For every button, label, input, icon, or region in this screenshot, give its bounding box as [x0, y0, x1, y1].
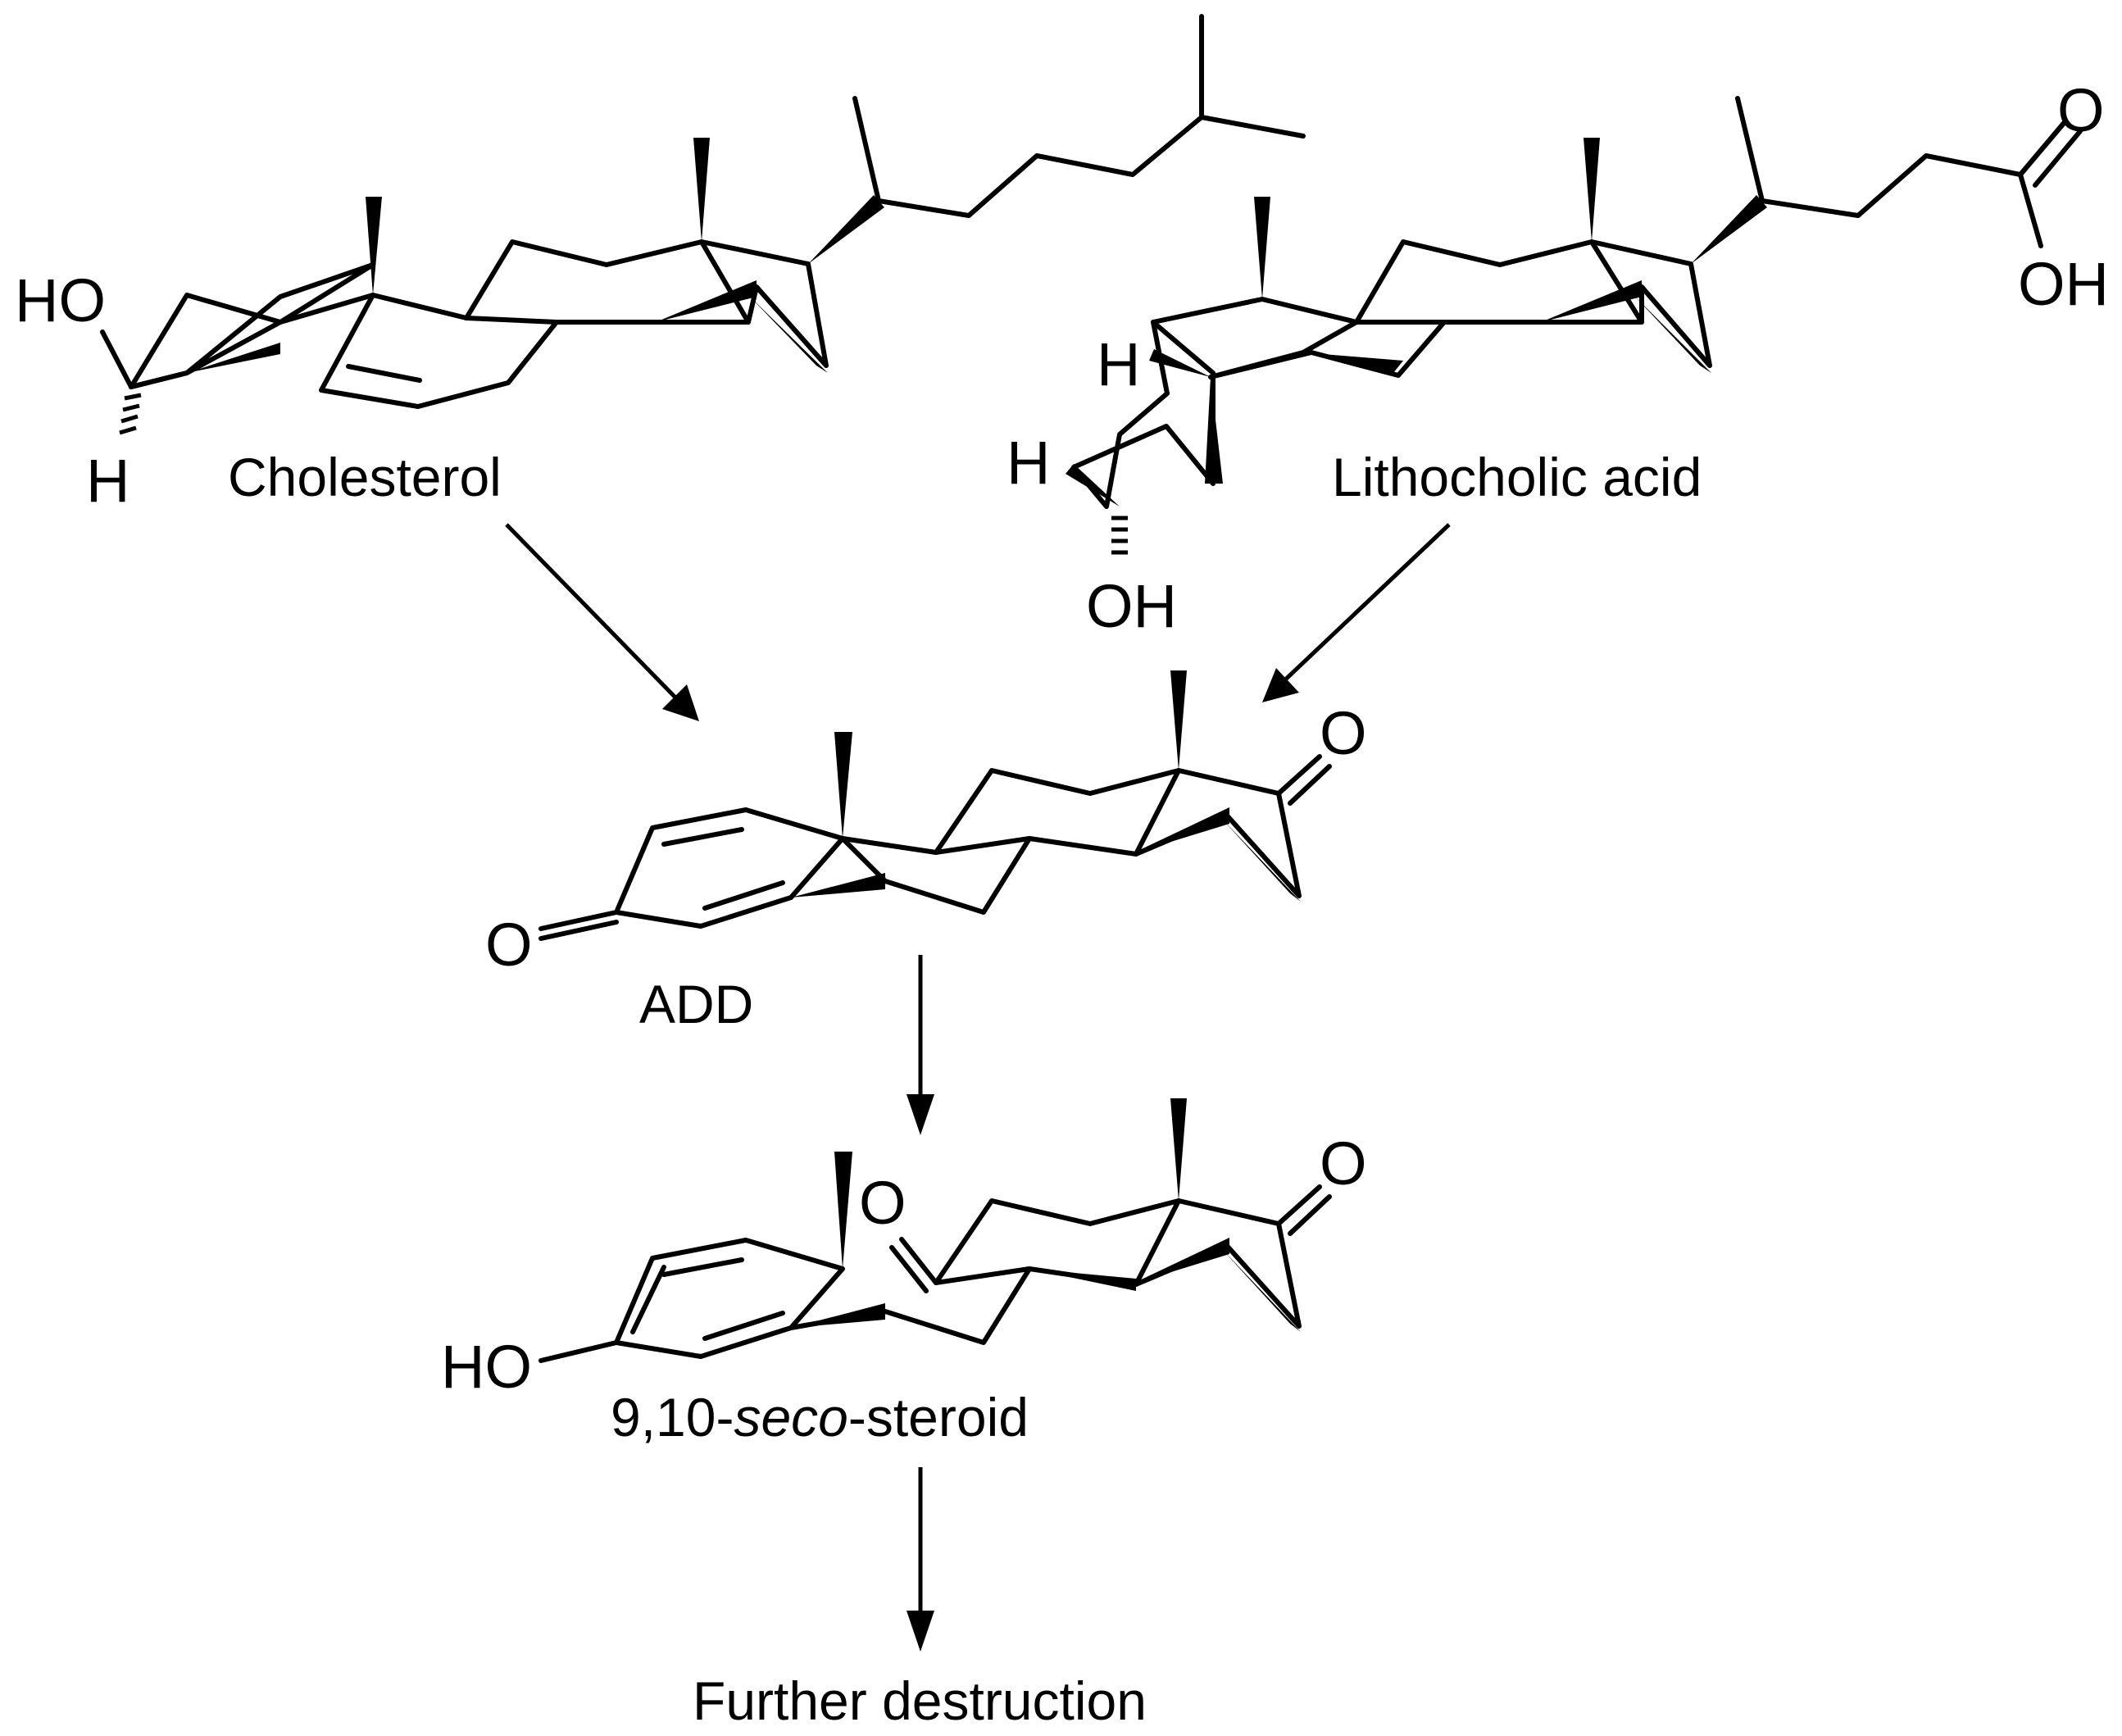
cholesterol-ring-c-wedge	[656, 280, 757, 322]
cholesterol-hashed-h-bond	[119, 393, 142, 435]
cholesterol-oh-bond	[100, 329, 134, 389]
lithocholic-ring-c-wedge	[1541, 280, 1642, 322]
seco-steroid-label: 9,10-seco-steroid	[611, 1387, 1029, 1447]
add-o-left-atom: O	[485, 911, 533, 979]
seco-methyl-wedge-c10	[834, 1152, 852, 1269]
add-ring-a	[614, 807, 845, 929]
add-ring-d-wedge	[1221, 818, 1301, 902]
lithocholic-carbonyl-bond-2	[2033, 129, 2083, 188]
lithocholic-carbonyl-bond-1	[2018, 119, 2068, 177]
arrow-add-to-seco	[907, 955, 934, 1135]
lithocholic-ring-d-wedge	[1634, 295, 1711, 373]
lithocholic-ring-c	[1354, 239, 1644, 325]
lithocholic-side-chain	[1760, 120, 2066, 218]
lithocholic-oh-atom: OH	[1086, 572, 1177, 640]
cholesterol-c3-c2-c1	[129, 293, 375, 389]
seco-steroid-structure: HO O O	[441, 1098, 1367, 1401]
lithocholic-h-lower-atom: H	[1006, 429, 1050, 497]
seco-label-prefix: 9,10-	[611, 1387, 734, 1447]
lithocholic-ring-a	[1071, 320, 1215, 509]
seco-c9-ketone-1	[899, 1237, 938, 1285]
add-ring-a-double-1	[661, 827, 744, 847]
cholesterol-side-chain-wedge	[808, 195, 884, 264]
arrow-lithocholic-to-add	[1262, 523, 1451, 702]
cholesterol-structure: HO H	[15, 14, 1306, 515]
seco-c17-carbonyl-2	[1288, 1194, 1332, 1236]
lithocholic-h3-wedge	[1066, 464, 1120, 507]
seco-c9-ketone-chain	[934, 1266, 1032, 1285]
add-structure: O O	[485, 670, 1367, 979]
add-ring-c-wedge	[1131, 807, 1229, 854]
add-o-right-atom: O	[1320, 699, 1367, 767]
cholesterol-side-chain	[876, 115, 1306, 218]
lithocholic-ring-d	[1589, 239, 1712, 368]
lithocholic-h5-wedge	[1149, 349, 1211, 377]
lithocholic-side-methyl	[1735, 96, 1765, 203]
cholesterol-oh-atom: HO	[15, 266, 106, 334]
add-c3-carbonyl-2	[538, 920, 619, 941]
seco-ring-b-wedge	[791, 1303, 885, 1328]
add-c3-carbonyl-1	[538, 910, 619, 931]
seco-label-suffix: -steroid	[848, 1387, 1029, 1447]
cholesterol-side-methyl	[852, 96, 881, 203]
cholesterol-ring-c	[464, 239, 751, 325]
further-destruction-label: Further destruction	[693, 1670, 1147, 1731]
lithocholic-acid-label: Lithocholic acid	[1332, 447, 1702, 507]
arrow-cholesterol-to-add	[505, 523, 699, 721]
lithocholic-h-upper-atom: H	[1097, 330, 1140, 398]
seco-aromatic-double-1	[661, 1257, 744, 1277]
lithocholic-acid-structure: H H OH O OH	[1006, 76, 2109, 640]
lithocholic-acid-oh-atom: OH	[2018, 250, 2109, 318]
seco-ketone-o-atom: O	[859, 1169, 907, 1237]
add-ring-d	[1134, 768, 1302, 898]
arrow-seco-to-further	[907, 1467, 934, 1652]
lithocholic-hashed-oh-bond	[1111, 516, 1128, 555]
add-c17-carbonyl-2	[1288, 764, 1332, 806]
seco-c9-ketone-2	[889, 1245, 929, 1293]
cholesterol-label: Cholesterol	[228, 447, 502, 507]
lithocholic-ring-b-wedge	[1303, 352, 1403, 373]
add-ring-c	[934, 768, 1181, 857]
add-ring-b	[840, 836, 1032, 915]
cholesterol-ring-a-wedge	[187, 343, 280, 373]
add-methyl-wedge-c10	[834, 732, 852, 838]
add-methyl-wedge-c13	[1170, 670, 1187, 770]
add-label: ADD	[639, 974, 753, 1034]
lithocholic-methyl-wedge-c13	[1584, 138, 1600, 242]
cholesterol-h-atom: H	[86, 447, 130, 515]
seco-aromatic-double-2	[702, 1311, 785, 1341]
seco-label-italic: seco	[734, 1387, 847, 1447]
cholesterol-ring-a-upper	[129, 370, 189, 389]
seco-ring-c-wedge	[1131, 1238, 1229, 1284]
cholesterol-double-bond	[346, 364, 422, 383]
lithocholic-carbonyl-o-atom: O	[2057, 76, 2105, 144]
lithocholic-ring-a-upper	[1151, 297, 1265, 325]
cholesterol-ring-d-wedge	[748, 295, 828, 373]
seco-ho-atom: HO	[441, 1333, 532, 1401]
seco-o-right-atom: O	[1320, 1129, 1367, 1197]
cholesterol-methyl-wedge-c10	[366, 197, 382, 295]
seco-ring-b-open	[788, 1266, 1032, 1345]
lithocholic-ring-b	[1208, 297, 1447, 379]
seco-c17-carbonyl-1	[1276, 1184, 1322, 1226]
lithocholic-c5-wedge	[1205, 377, 1223, 484]
lithocholic-side-chain-wedge	[1691, 195, 1767, 264]
seco-ring-d-wedge	[1221, 1248, 1301, 1332]
add-ring-b-wedge	[791, 873, 885, 898]
cholesterol-ring-d	[699, 239, 829, 368]
seco-ring-c-lower-wedge	[1029, 1269, 1136, 1291]
seco-methyl-wedge-c13	[1170, 1098, 1187, 1201]
lithocholic-acid-oh-bond	[2018, 172, 2043, 248]
seco-ring-d	[1134, 1198, 1302, 1329]
lithocholic-methyl-wedge-c10	[1254, 197, 1270, 299]
seco-aromatic-double-3	[630, 1265, 666, 1334]
cholesterol-methyl-wedge-c13	[693, 138, 710, 242]
cholesterol-ring-b	[319, 293, 559, 409]
seco-ho-bond	[538, 1340, 619, 1363]
add-c17-carbonyl-1	[1276, 754, 1322, 796]
add-ring-a-double-2	[702, 880, 785, 911]
